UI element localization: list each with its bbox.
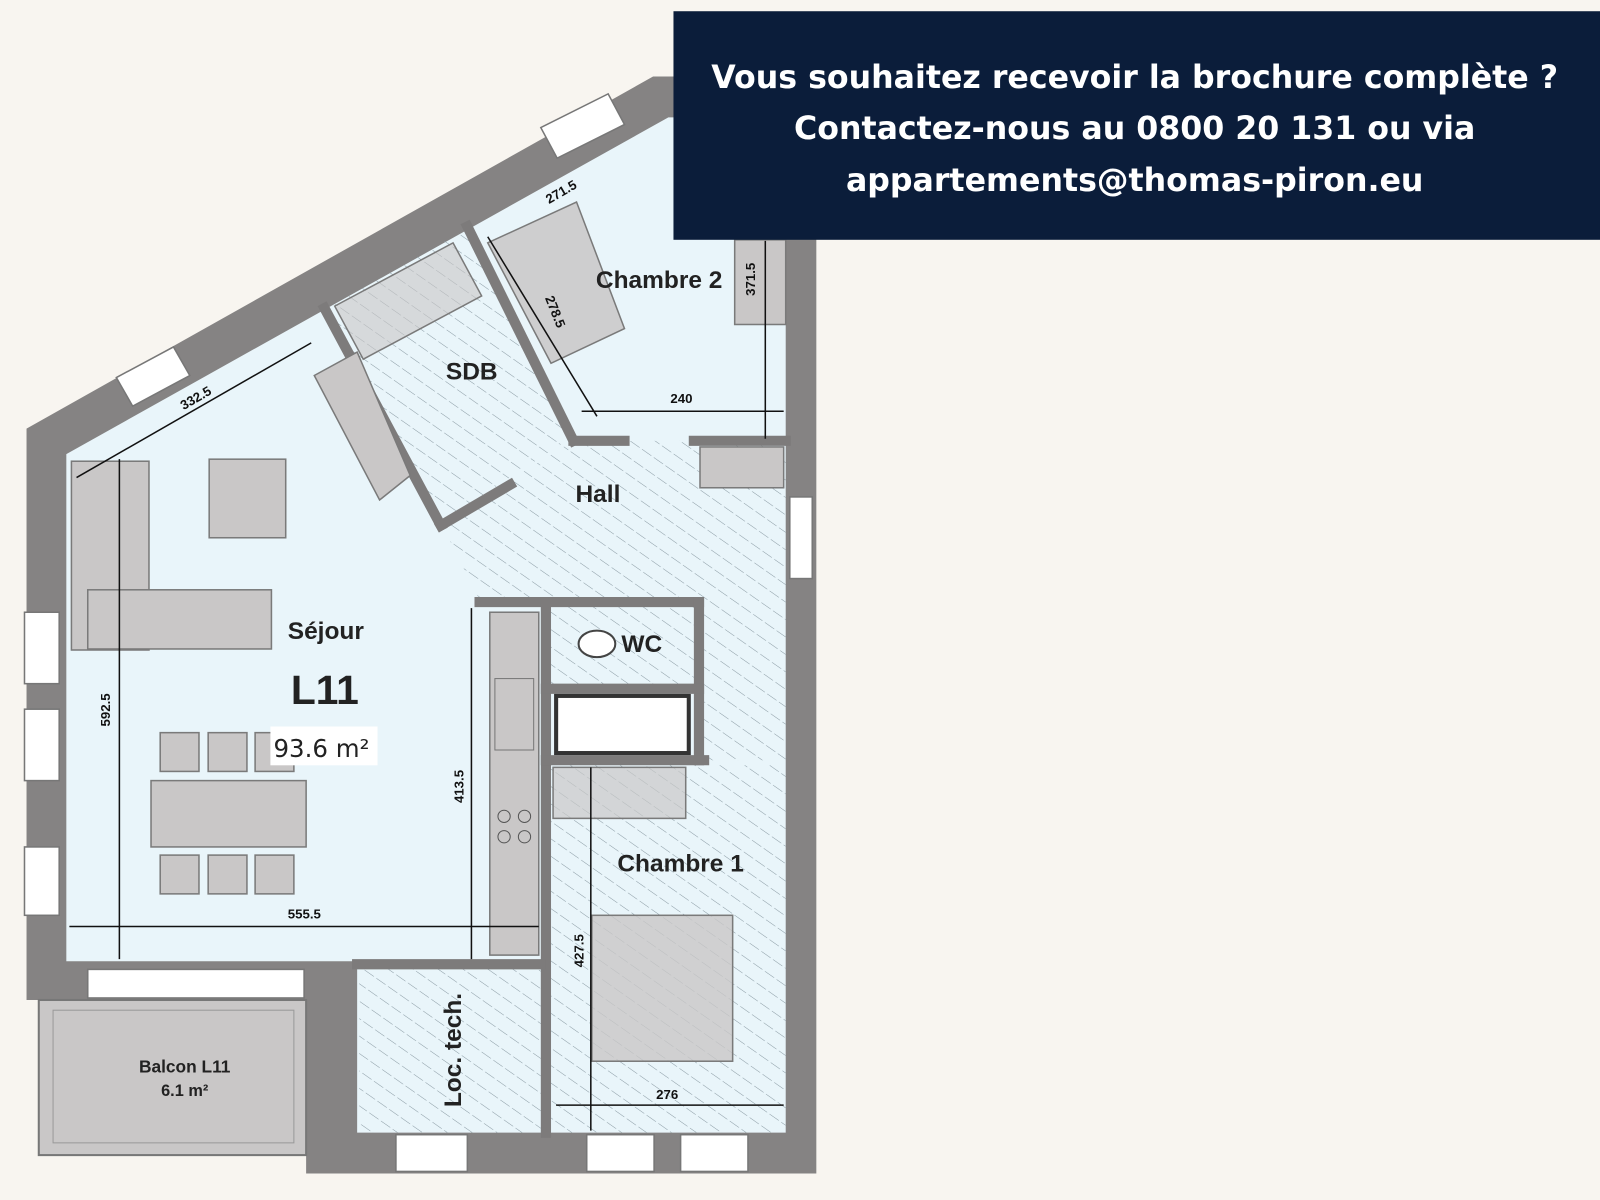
room-label-chambre1: Chambre 1	[617, 850, 743, 877]
room-label-hall: Hall	[576, 481, 621, 508]
dimension-label: 276	[656, 1087, 678, 1102]
dining-table	[150, 779, 307, 848]
room-label-sdb: SDB	[446, 359, 498, 386]
bathtub	[333, 241, 483, 361]
bed	[591, 914, 734, 1062]
room-label-chambre2: Chambre 2	[596, 267, 722, 294]
kitchen-counter	[489, 611, 540, 956]
hall-cupboard	[699, 446, 785, 489]
room-label-balcon: Balcon L11	[139, 1056, 231, 1076]
floor-plan: Séjour L11 93.6 m² SDB Chambre 2 Hall WC…	[23, 76, 817, 1174]
dimension-label: 413.5	[451, 770, 466, 803]
room-label-loc-tech: Loc. tech.	[440, 993, 467, 1107]
dimension-label: 427.5	[572, 934, 587, 967]
banner-line-1: Vous souhaitez recevoir la brochure comp…	[711, 60, 1558, 96]
sofa	[86, 589, 273, 650]
chair	[159, 854, 200, 895]
ottoman	[208, 458, 287, 539]
dimension-label: 555.5	[288, 906, 321, 921]
window	[115, 345, 191, 408]
window	[23, 708, 60, 782]
window	[395, 1133, 469, 1173]
toilet	[577, 629, 617, 659]
wc-floor	[548, 606, 694, 684]
unit-code: L11	[291, 667, 359, 713]
dimension-label: 592.5	[98, 693, 113, 726]
balcony-window	[86, 968, 305, 999]
wardrobe	[552, 766, 687, 820]
contact-banner: Vous souhaitez recevoir la brochure comp…	[673, 11, 1600, 240]
room-label-sejour: Séjour	[288, 618, 365, 645]
window	[23, 611, 60, 685]
balcony	[37, 998, 308, 1157]
chair	[159, 731, 200, 773]
washbasin	[313, 350, 412, 502]
banner-background	[673, 11, 1600, 240]
window	[585, 1133, 655, 1173]
dimension-label: 240	[670, 391, 692, 406]
unit-area: 93.6 m²	[273, 734, 369, 763]
chair	[207, 731, 248, 773]
bed	[486, 201, 626, 365]
window	[23, 846, 60, 917]
wardrobe	[733, 239, 787, 326]
window	[539, 92, 626, 160]
dimension-label: 371.5	[743, 263, 758, 296]
window	[789, 496, 814, 580]
chair	[207, 854, 248, 895]
window	[679, 1133, 749, 1173]
banner-email[interactable]: appartements@thomas-piron.eu	[846, 163, 1424, 199]
chair	[254, 854, 295, 895]
banner-line-2: Contactez-nous au 0800 20 131 ou via	[794, 111, 1475, 147]
loc-tech-floor	[359, 967, 541, 1133]
balcon-area: 6.1 m²	[161, 1082, 209, 1100]
room-label-wc: WC	[621, 631, 662, 658]
